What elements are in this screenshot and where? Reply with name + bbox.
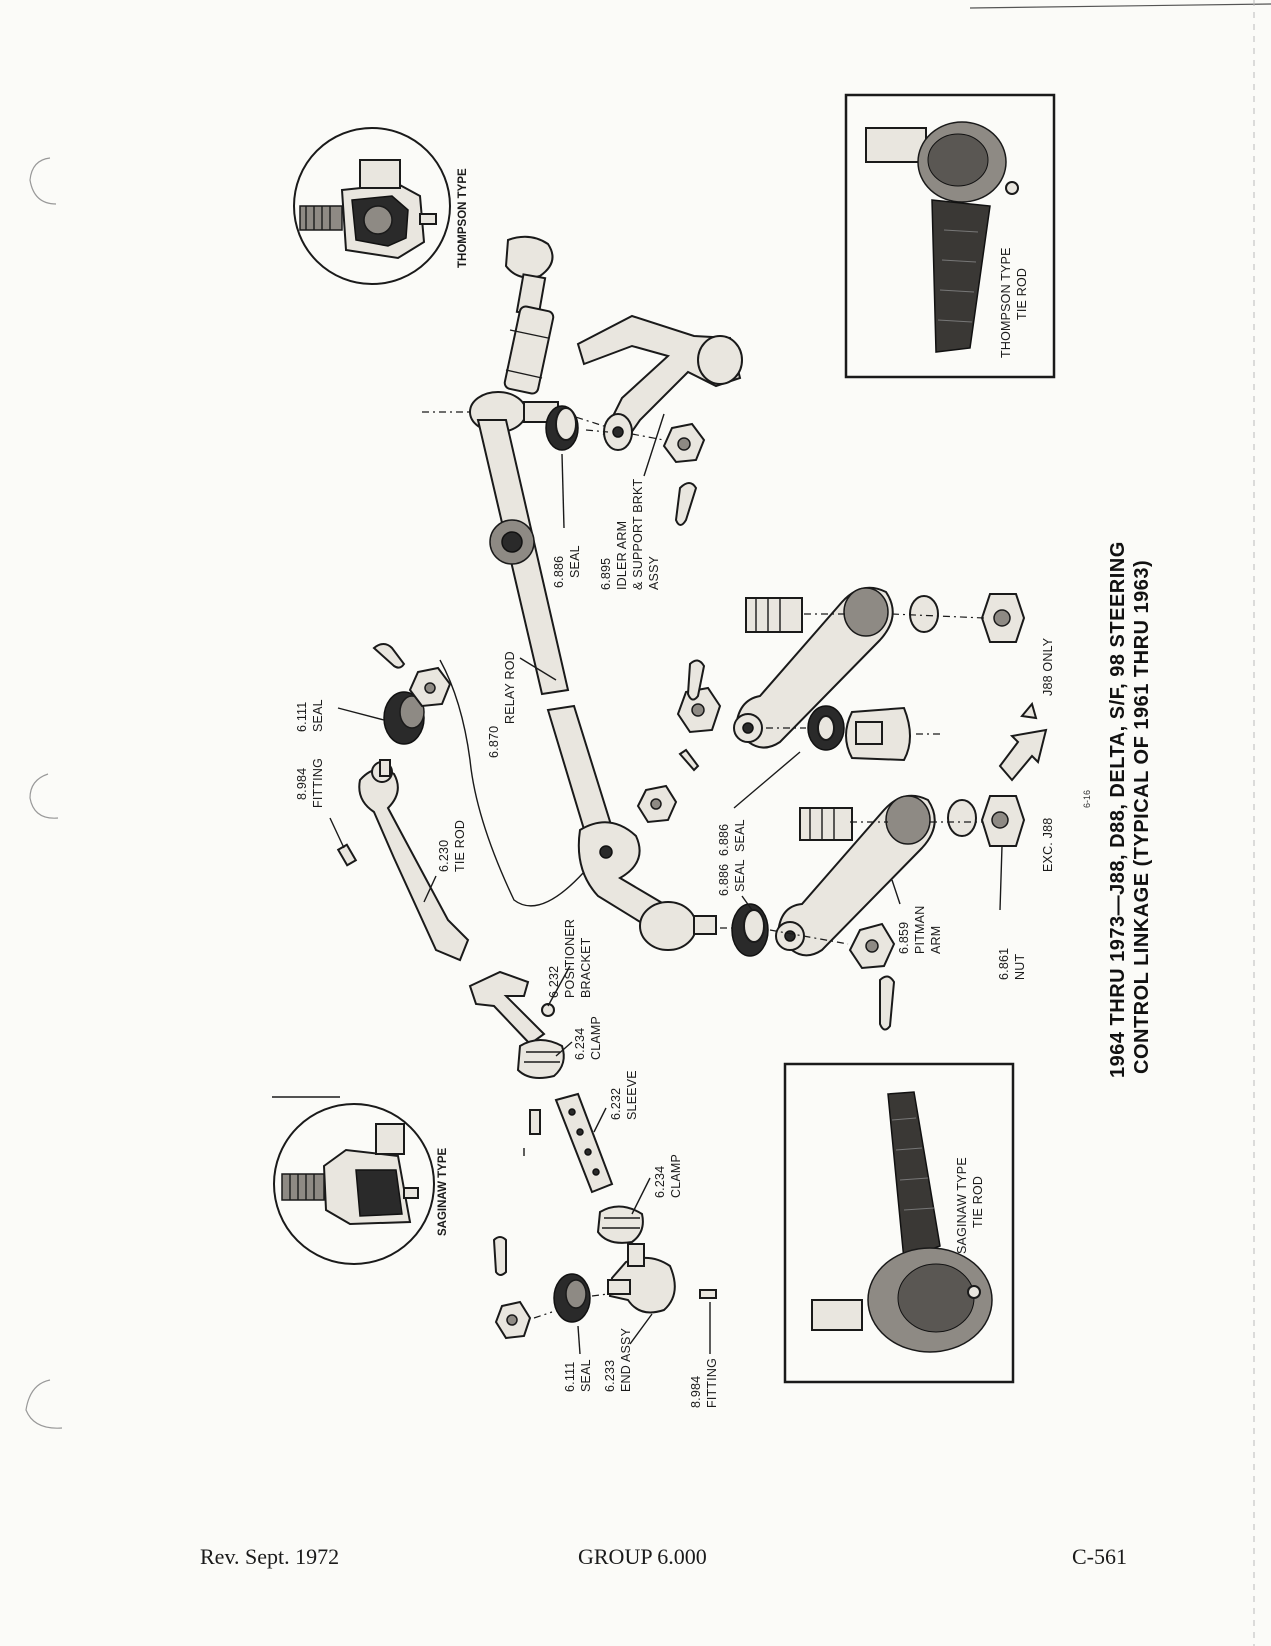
positioner-bracket-icon (468, 970, 555, 1046)
binder-holes (25, 157, 63, 1429)
pitman-arm-lower (775, 794, 1026, 957)
callout-tie-rod-num: 6.230 (437, 840, 451, 872)
clamp-upper-icon (516, 1039, 565, 1079)
thompson-photo-label-line1: THOMPSON TYPE (999, 247, 1013, 358)
callout-idler-arm-line1: IDLER ARM (615, 521, 629, 590)
callout-nut-name: NUT (1013, 954, 1027, 980)
thompson-circle-label: THOMPSON TYPE (457, 168, 469, 268)
thompson-type-circle-inset: THOMPSON TYPE (293, 127, 469, 285)
callout-idler-arm-line3: ASSY (647, 555, 661, 590)
callout-idler-arm-line2: & SUPPORT BRKT (631, 478, 645, 590)
clamp-lower-icon (596, 1205, 644, 1244)
callout-seal-6886-b-num: 6.886 (717, 824, 731, 856)
castle-nut-tie-rod-icon (408, 666, 452, 708)
callout-exc-j88: EXC. J88 (1041, 818, 1055, 872)
callout-relay-rod-num: 6.870 (487, 726, 501, 758)
callouts: 6.886 SEAL 6.895 IDLER ARM & SUPPORT BRK… (295, 478, 1092, 1408)
diagram-title-line1: 1964 THRU 1973—J88, D88, DELTA, S/F, 98 … (1107, 541, 1129, 1078)
thompson-photo-label-line2: TIE ROD (1015, 268, 1029, 320)
clamp-bolt-icon (523, 1109, 541, 1156)
callout-seal-6111-b-name: SEAL (579, 1359, 593, 1392)
end-assy-icon (607, 1243, 676, 1314)
callout-seal-6886-b-name: SEAL (733, 819, 747, 852)
callout-clamp-a-num: 6.234 (573, 1028, 587, 1060)
callout-seal-6886-c-name: SEAL (733, 859, 747, 892)
saginaw-ball-joint-cutaway-icon (281, 1123, 419, 1226)
saginaw-photo-label-line2: TIE ROD (971, 1176, 985, 1228)
footer-group: GROUP 6.000 (578, 1544, 707, 1569)
callout-nut-num: 6.861 (997, 948, 1011, 980)
callout-pitman-num: 6.859 (897, 922, 911, 954)
callout-positioner-line1: POSITIONER (563, 919, 577, 998)
callout-fitting-a-name: FITTING (311, 758, 325, 808)
front-direction-arrow-icon (998, 701, 1048, 782)
callout-seal-6886-c-num: 6.886 (717, 864, 731, 896)
sleeve-icon (554, 1092, 614, 1194)
relay-rod-assembly (422, 235, 717, 951)
callout-positioner-line2: BRACKET (579, 937, 593, 998)
callout-fitting-b-num: 8.984 (689, 1376, 703, 1408)
fitting-lower-icon (699, 1289, 717, 1299)
left-tie-rod-assembly (336, 643, 585, 962)
nut-seal-lower-group (636, 659, 896, 1031)
thompson-ball-joint-cutaway-icon (299, 159, 437, 260)
seal-6886-lower-icon (731, 903, 769, 957)
seal-6111-upper-icon (383, 691, 425, 745)
castle-nut-lower-icon (848, 922, 896, 970)
figure-number: 6-16 (1082, 790, 1092, 808)
callout-fitting-b-name: FITTING (705, 1358, 719, 1408)
callout-end-assy-name: END ASSY (619, 1327, 633, 1392)
callout-end-assy-num: 6.233 (603, 1360, 617, 1392)
saginaw-type-circle-inset: SAGINAW TYPE (272, 1096, 449, 1265)
callout-seal-6886-a-name: SEAL (568, 545, 582, 578)
callout-fitting-a-num: 8.984 (295, 768, 309, 800)
callout-relay-rod-name: RELAY ROD (503, 651, 517, 724)
castle-nut-upper-icon (662, 422, 706, 464)
callout-seal-6886-a-num: 6.886 (552, 556, 566, 588)
seal-6111-lower-icon (553, 1273, 591, 1323)
steering-gear-shaft-icon (766, 705, 944, 762)
callout-idler-arm-num: 6.895 (599, 558, 613, 590)
diagram-title-line2: CONTROL LINKAGE (TYPICAL OF 1961 THRU 19… (1131, 560, 1153, 1074)
callout-clamp-b-num: 6.234 (653, 1166, 667, 1198)
callout-j88-only: J88 ONLY (1041, 637, 1055, 696)
thompson-tie-rod-photo-inset: THOMPSON TYPE TIE ROD (844, 93, 1056, 379)
callout-positioner-num: 6.232 (547, 966, 561, 998)
top-edge-mark (969, 3, 1271, 9)
castle-nut-upper-pitman-icon (676, 686, 722, 734)
footer-page-number: C-561 (1072, 1544, 1127, 1569)
callout-clamp-a-name: CLAMP (589, 1016, 603, 1060)
castle-nut-mid-icon (636, 784, 678, 824)
pitman-arm-upper (733, 586, 1026, 749)
callout-pitman-line1: PITMAN (913, 906, 927, 954)
saginaw-tie-rod-photo-icon (811, 1091, 993, 1353)
callout-pitman-line2: ARM (929, 926, 943, 954)
tie-rod-fitting-icon (336, 843, 358, 867)
seal-6886-upper-icon (545, 405, 579, 451)
callout-sleeve-num: 6.232 (609, 1088, 623, 1120)
saginaw-photo-label-line1: SAGINAW TYPE (955, 1157, 969, 1254)
cotter-pin-end-icon (492, 1236, 507, 1276)
callout-seal-6111-b-num: 6.111 (563, 1362, 577, 1392)
saginaw-circle-label: SAGINAW TYPE (437, 1147, 449, 1236)
thompson-tie-rod-photo-icon (865, 121, 1019, 353)
callout-tie-rod-name: TIE ROD (453, 820, 467, 872)
castle-nut-end-icon (494, 1300, 532, 1340)
idler-arm-assembly (545, 314, 743, 526)
footer-revision: Rev. Sept. 1972 (200, 1544, 340, 1569)
saginaw-tie-rod-photo-inset: SAGINAW TYPE TIE ROD (783, 1062, 1015, 1384)
callout-seal-6111-a-name: SEAL (311, 699, 325, 732)
callout-sleeve-name: SLEEVE (625, 1070, 639, 1120)
callout-seal-6111-a-num: 6.111 (295, 702, 309, 732)
callout-clamp-b-name: CLAMP (669, 1154, 683, 1198)
leader-lines (329, 413, 1003, 1355)
